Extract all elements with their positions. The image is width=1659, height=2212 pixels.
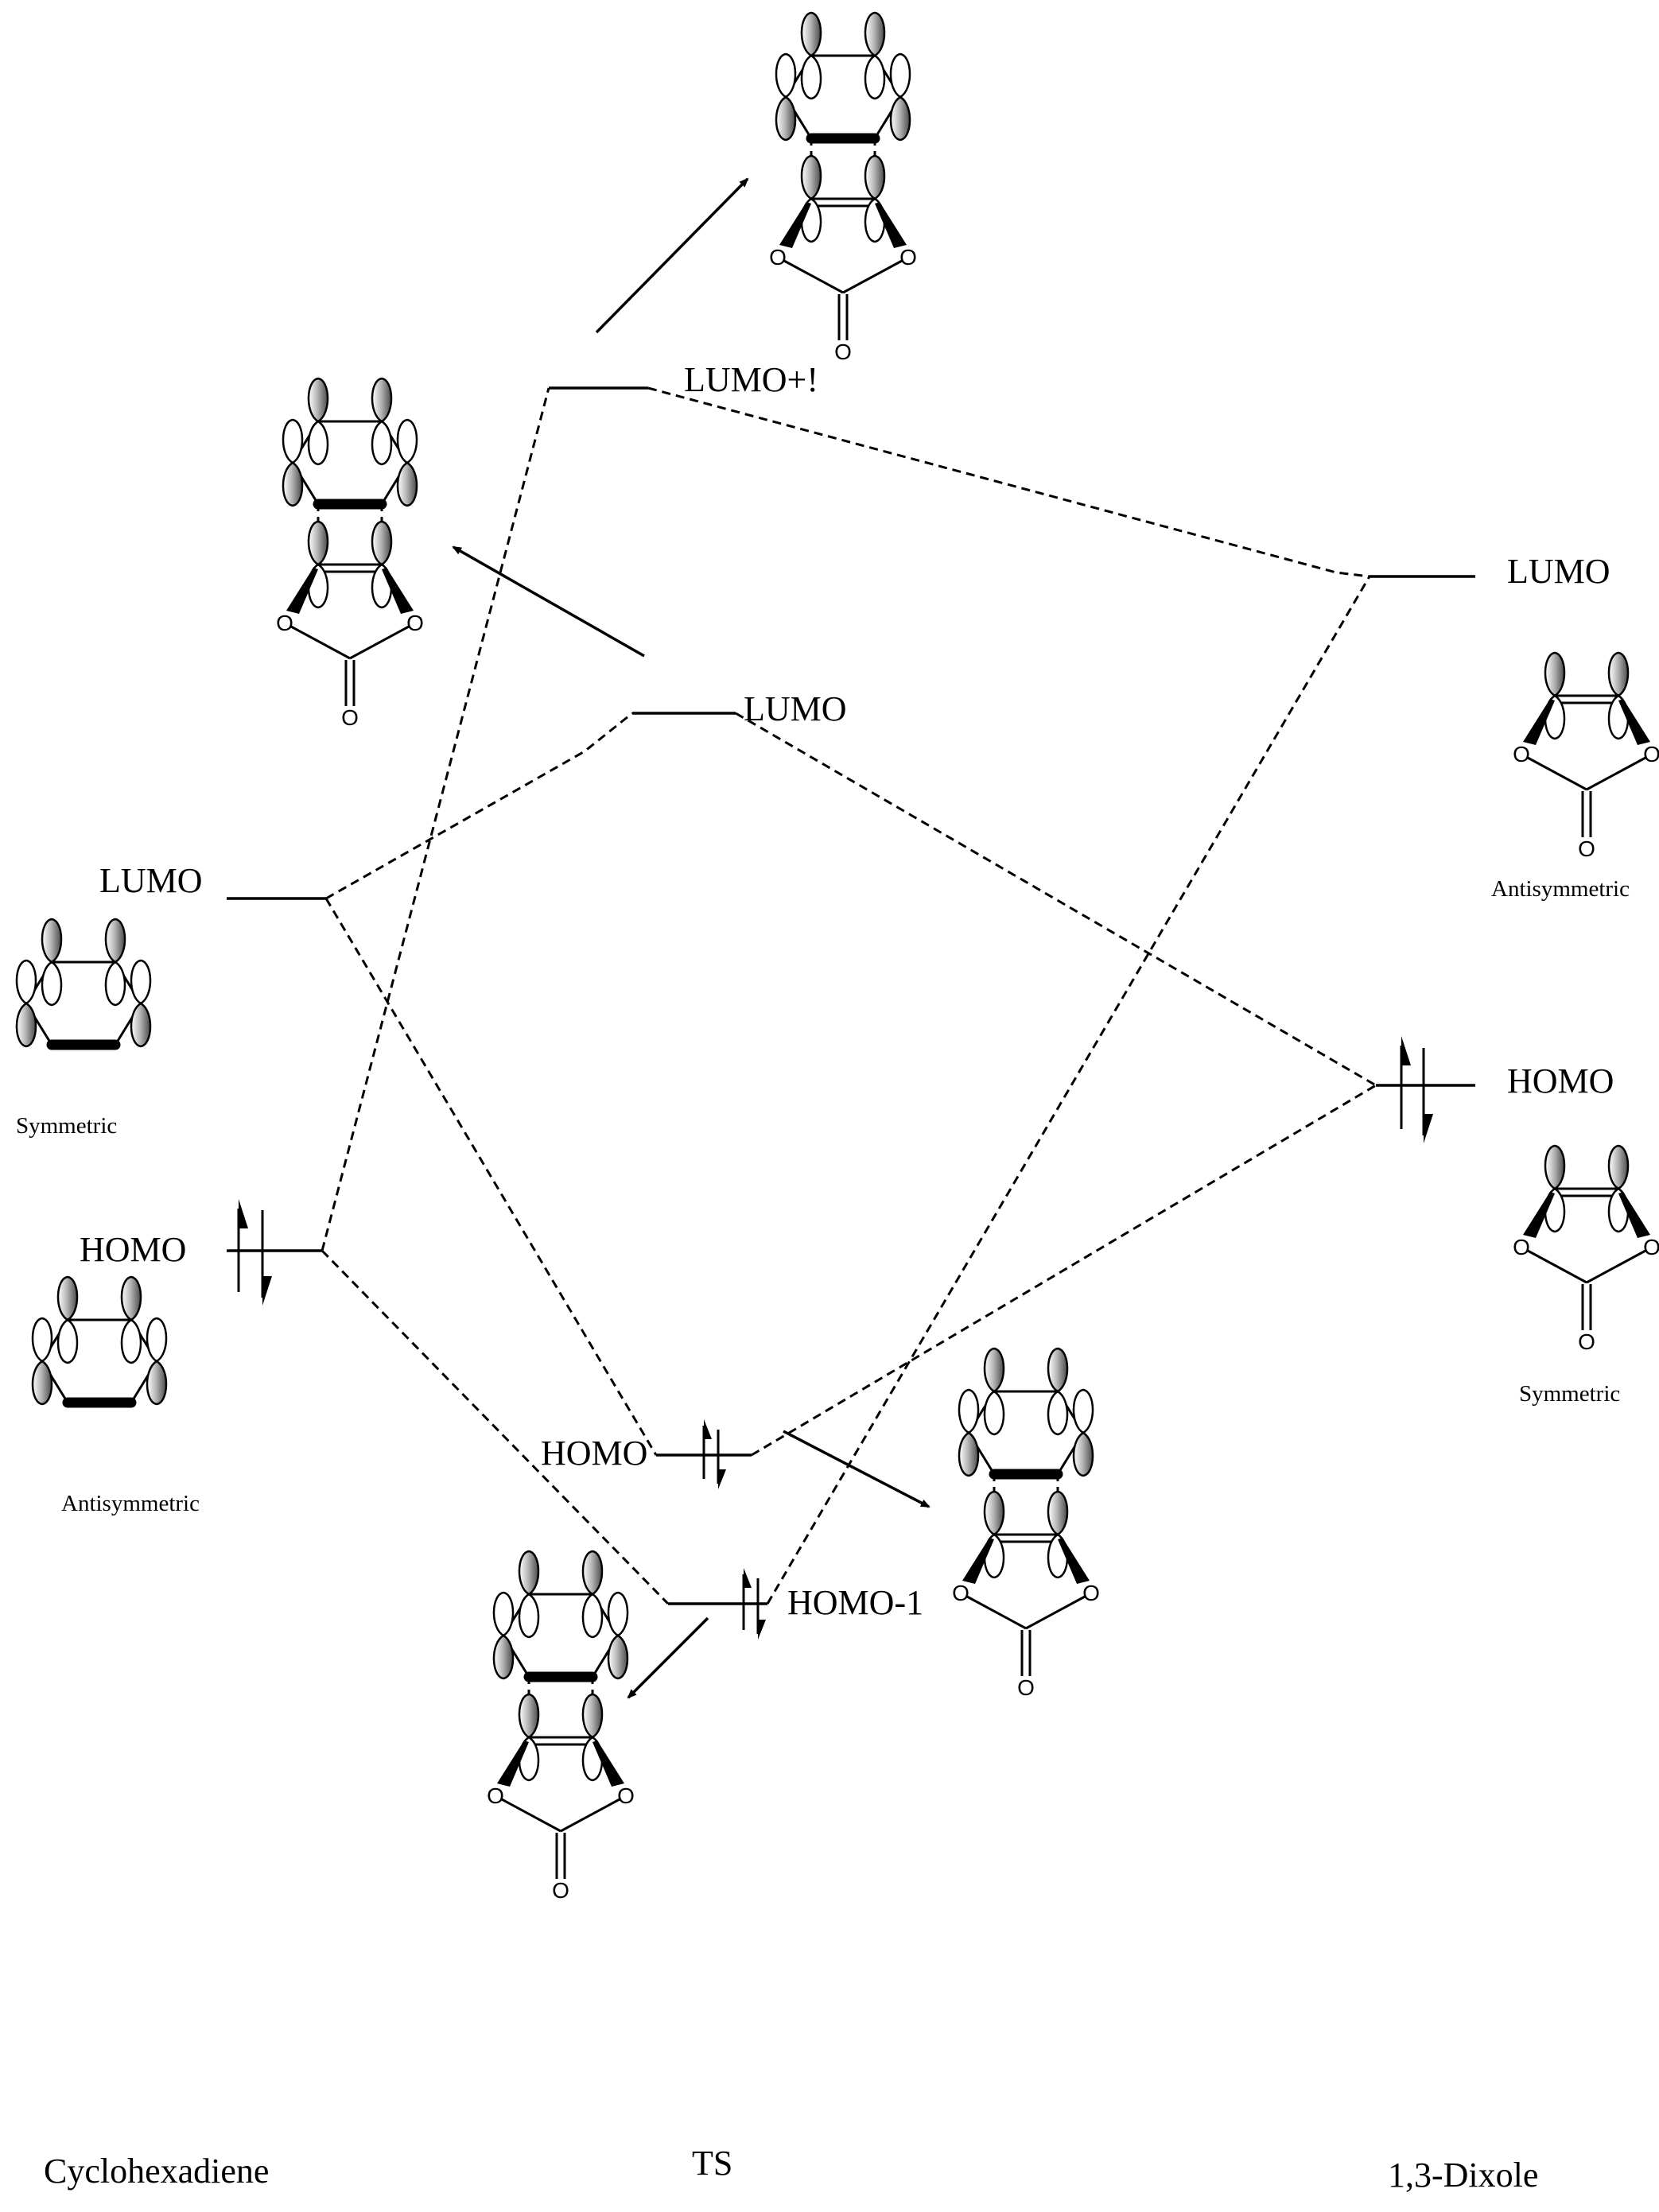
ts-homo-minus-electrons (742, 1568, 766, 1640)
ts-homo-minus-label: HOMO-1 (787, 1583, 923, 1622)
atom-o: O (1643, 1235, 1659, 1259)
atom-o: O (1578, 836, 1595, 861)
atom-o: O (1643, 742, 1659, 766)
corr-left-lumo-ts-lumo (325, 712, 633, 900)
atom-o: O (1513, 742, 1530, 766)
column-label-dixole: 1,3-Dixole (1388, 2156, 1538, 2195)
corr-left-lumo-ts-homo (324, 898, 658, 1456)
orbital-left-lumo (17, 919, 150, 1046)
labels: LUMO+! LUMO LUMO Symmetric HOMO Antisymm… (16, 360, 1630, 2195)
right-homo-label: HOMO (1507, 1061, 1614, 1100)
ts-lumo-label: LUMO (744, 689, 847, 728)
atom-o: O (487, 1783, 504, 1808)
right-lumo-label: LUMO (1507, 552, 1610, 591)
left-homo-label: HOMO (80, 1230, 186, 1269)
column-label-cyclohexadiene: Cyclohexadiene (44, 2152, 269, 2191)
atom-o: O (276, 611, 293, 635)
right-homo-electrons (1400, 1036, 1433, 1143)
ts-homo-label: HOMO (541, 1434, 647, 1473)
arrow-to-ts-homo-minus-orbital (627, 1616, 709, 1699)
atom-o: O (1017, 1675, 1035, 1700)
atom-o: O (769, 245, 787, 270)
energy-levels (227, 386, 1475, 1605)
corr-ts-homo-minus-right-lumo (766, 576, 1371, 1605)
ts-homo-electrons (702, 1419, 726, 1489)
orbital-ts-homo-minus: O O O (487, 1551, 635, 1903)
corr-left-homo-ts-homo-minus (321, 1249, 670, 1605)
arrow-to-lumo-plus-orbital (595, 177, 749, 334)
left-homo-electrons (237, 1199, 272, 1306)
atom-o: O (899, 245, 917, 270)
atom-o: O (1578, 1329, 1595, 1354)
corr-left-homo-ts-lumo-plus (321, 387, 550, 1252)
pointer-arrows (452, 177, 931, 1699)
corr-ts-lumo-right-homo (735, 712, 1377, 1087)
corr-ts-lumo-plus-right-lumo (647, 386, 1370, 578)
orbital-right-lumo: O O O (1513, 653, 1659, 861)
atom-o: O (552, 1878, 569, 1903)
orbital-ts-homo: O O O (952, 1349, 1100, 1700)
correlation-lines (321, 386, 1377, 1605)
atom-o: O (617, 1783, 635, 1808)
electron-spin-pairs (237, 1036, 1433, 1640)
atom-o: O (834, 340, 852, 364)
atom-o: O (341, 705, 359, 730)
ts-lumo-plus-label: LUMO+! (684, 360, 818, 399)
atom-o: O (406, 611, 424, 635)
atom-o: O (1082, 1581, 1100, 1605)
corr-ts-homo-right-homo (751, 1084, 1377, 1457)
left-homo-symmetry: Antisymmetric (61, 1491, 200, 1516)
orbital-ts-lumo: O O O (276, 378, 424, 730)
atom-o: O (1513, 1235, 1530, 1259)
orbital-ts-lumo-plus: O O O (769, 13, 917, 364)
column-label-ts: TS (692, 2144, 732, 2183)
right-lumo-symmetry: Antisymmetric (1491, 876, 1630, 902)
orbital-right-homo: O O O (1513, 1146, 1659, 1354)
atom-o: O (952, 1581, 969, 1605)
orbital-left-homo (33, 1277, 166, 1404)
arrow-to-ts-homo-orbital (783, 1430, 931, 1508)
left-lumo-symmetry: Symmetric (16, 1113, 117, 1139)
arrow-to-ts-lumo-orbital (452, 545, 645, 658)
left-lumo-label: LUMO (99, 861, 203, 900)
right-homo-symmetry: Symmetric (1519, 1381, 1620, 1407)
